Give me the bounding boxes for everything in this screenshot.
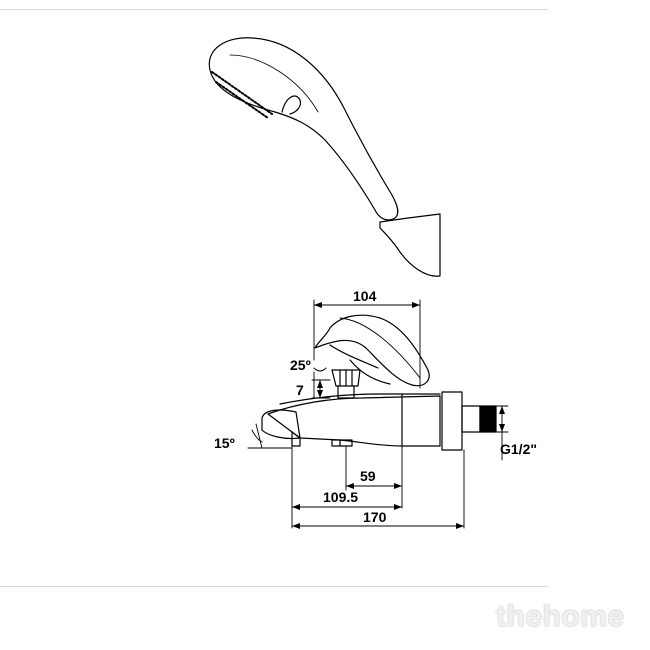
spout-aerator — [291, 431, 301, 447]
diverter-knob — [331, 439, 353, 447]
eccentric-connector — [461, 405, 481, 433]
dimension-arrows — [292, 302, 505, 529]
dimension-lines — [247, 299, 509, 529]
lever-handle — [314, 314, 430, 387]
lever-inner-line — [339, 317, 421, 379]
shower-grip-bulge — [281, 95, 302, 115]
wall-holder-outline — [379, 213, 441, 277]
shower-head-inner-line — [229, 54, 319, 113]
dim-total-length: 170 — [363, 509, 387, 525]
shower-head-outline — [208, 37, 399, 221]
dim-lever-angle: 25º — [290, 357, 311, 373]
bottom-divider — [0, 586, 548, 587]
dim-thread: G1/2" — [500, 441, 537, 457]
dim-spout-length: 109.5 — [323, 489, 358, 505]
lever-base — [329, 344, 379, 369]
top-divider — [0, 9, 548, 10]
hand-shower — [208, 37, 399, 221]
dim-spout-angle: 15º — [214, 435, 235, 451]
connection-nut — [441, 391, 463, 451]
wall-holder — [379, 213, 441, 277]
dim-small-height: 7 — [296, 382, 304, 398]
dim-spout-depth: 59 — [360, 468, 376, 484]
thread-connector — [479, 405, 497, 433]
watermark-logo: thehome — [496, 600, 625, 633]
shower-nozzle-holes — [211, 71, 273, 119]
lever-cap — [349, 359, 391, 385]
body-top-edge — [279, 393, 441, 405]
mixer-body — [267, 395, 441, 447]
dim-top-width: 104 — [353, 288, 377, 304]
mixer — [261, 314, 497, 451]
cartridge-stem — [331, 369, 361, 387]
